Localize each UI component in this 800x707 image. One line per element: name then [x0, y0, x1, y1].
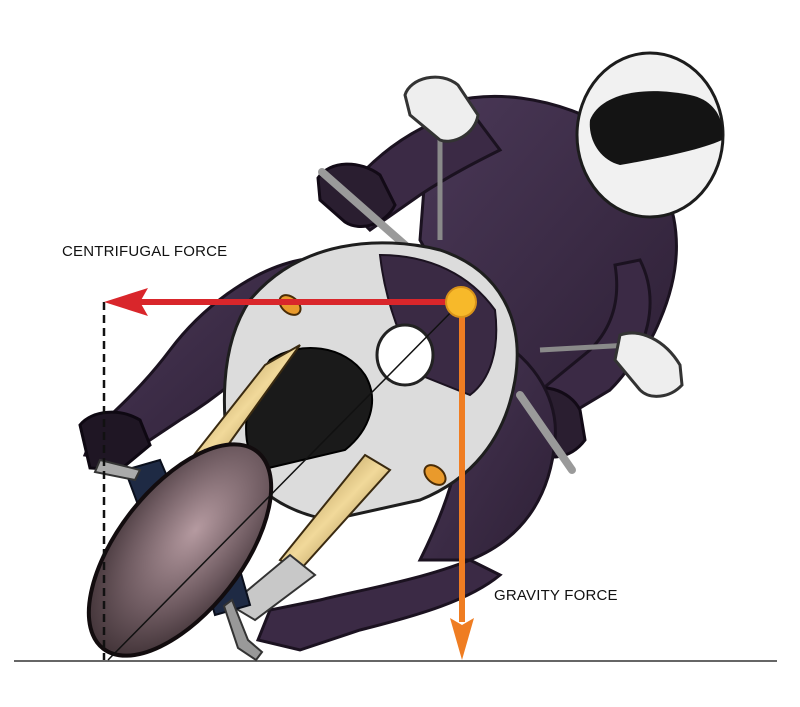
left-mirror [403, 75, 480, 143]
center-of-mass-dot [445, 286, 477, 318]
centrifugal-force-arrow [104, 288, 461, 316]
lean-axis-line [107, 301, 462, 661]
rider-lower-leg [255, 558, 503, 652]
helmet-visor [589, 91, 723, 165]
front-tire [86, 442, 274, 658]
brake-lever [222, 598, 264, 662]
arrow-down-icon [450, 618, 474, 660]
gravity-force-label: GRAVITY FORCE [494, 587, 618, 604]
rider-left-boot [78, 410, 152, 472]
arrow-left-icon [104, 288, 148, 316]
headlight [375, 323, 435, 387]
turn-signal-right [423, 464, 447, 486]
centrifugal-force-label: CENTRIFUGAL FORCE [62, 243, 228, 260]
helmet [575, 51, 725, 219]
foot-peg [93, 458, 142, 482]
rider-left-glove [316, 162, 397, 228]
handlebar-right [516, 391, 576, 474]
handlebar-left [318, 168, 409, 249]
right-mirror [613, 331, 684, 398]
fork-leg-right [228, 553, 317, 622]
gravity-force-arrow [450, 302, 474, 660]
rider-right-arm [532, 258, 652, 422]
mirrors [403, 75, 684, 398]
